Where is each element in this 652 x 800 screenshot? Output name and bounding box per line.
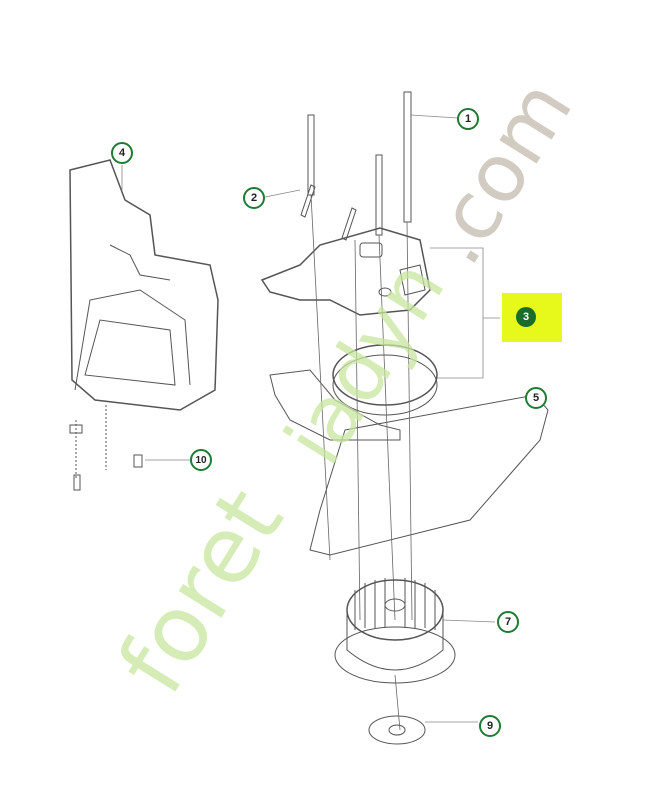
screw-10-part bbox=[133, 454, 143, 468]
gasket-5-part bbox=[309, 394, 549, 556]
housing-cover-part bbox=[69, 159, 219, 411]
callout-2[interactable]: 2 bbox=[243, 187, 265, 209]
callout-7[interactable]: 7 bbox=[497, 611, 519, 633]
callout-10[interactable]: 10 bbox=[190, 449, 212, 471]
callout-1[interactable]: 1 bbox=[457, 108, 479, 130]
pulley-9-part bbox=[368, 715, 426, 745]
callout-5[interactable]: 5 bbox=[525, 387, 547, 409]
flywheel-7-part bbox=[334, 578, 456, 684]
screw-part bbox=[375, 154, 383, 236]
callout-3[interactable]: 3 bbox=[516, 307, 536, 327]
callout-4[interactable]: 4 bbox=[111, 142, 133, 164]
pulley-ring-part bbox=[269, 344, 438, 441]
screw-part bbox=[73, 474, 81, 491]
callout-3-highlight[interactable]: 3 bbox=[502, 293, 562, 342]
screw-2-part bbox=[300, 184, 316, 218]
screw-1-part bbox=[403, 91, 412, 223]
screw-part bbox=[341, 207, 357, 241]
starter-cover-part bbox=[260, 227, 431, 316]
callout-9[interactable]: 9 bbox=[479, 715, 501, 737]
screw-part bbox=[307, 114, 315, 196]
